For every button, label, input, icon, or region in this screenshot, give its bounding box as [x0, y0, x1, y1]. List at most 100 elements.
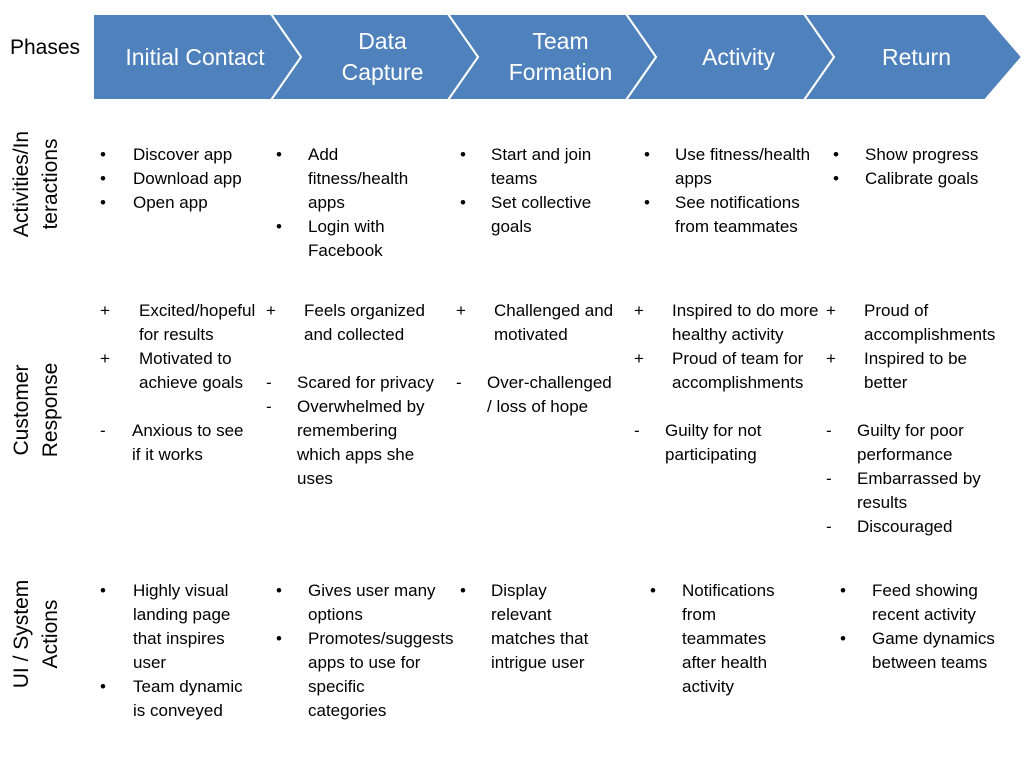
- bullet-icon: •: [276, 581, 282, 600]
- list-item-text: Set collective goals: [491, 193, 592, 236]
- plus-marker: +: [634, 301, 644, 320]
- list-item-text: Guilty for poor performance: [857, 421, 964, 464]
- list-item: • Open app: [100, 191, 253, 215]
- list-item: +Inspired to be better: [826, 347, 1009, 395]
- responses-cell-5: + Proud of accomplishments+Inspired to be…: [826, 299, 1009, 539]
- list-item-text: Excited/hopeful for results: [139, 301, 256, 344]
- bullet-icon: •: [100, 677, 106, 696]
- plus-marker: +: [266, 301, 276, 320]
- list-item: - Over-challenged / loss of hope: [456, 371, 616, 419]
- list-item-text: Team dynamic is conveyed: [133, 677, 243, 720]
- list-item: • Login with Facebook: [276, 215, 433, 263]
- spacer: [826, 395, 1009, 419]
- phase-label-1: Initial Contact: [125, 43, 265, 70]
- ui-actions-cell-3: •Display relevant matches that intrigue …: [460, 579, 603, 675]
- list-item: +Motivated to achieve goals: [100, 347, 255, 395]
- bullet-icon: •: [460, 581, 466, 600]
- bullet-icon: •: [100, 145, 106, 164]
- ui-actions-cell-5: • Feed showing recent activity•Game dynam…: [840, 579, 1007, 675]
- bullet-icon: •: [276, 217, 282, 236]
- list-item: •Game dynamics between teams: [840, 627, 1007, 675]
- list-item: • Add fitness/health apps: [276, 143, 433, 215]
- list-item-text: Discover app: [133, 145, 233, 164]
- list-item: •Highly visual landing page that inspire…: [100, 579, 257, 675]
- list-item: + Proud of team for accomplishments: [634, 347, 820, 395]
- minus-marker: -: [826, 421, 832, 440]
- bullet-icon: •: [840, 629, 846, 648]
- list-item-text: Add fitness/health apps: [308, 145, 409, 212]
- minus-marker: -: [826, 517, 832, 536]
- plus-marker: +: [634, 349, 644, 368]
- spacer: [634, 395, 820, 419]
- minus-marker: -: [266, 397, 272, 416]
- phase-chevron-1: [92, 13, 303, 101]
- list-item-text: Start and join teams: [491, 145, 592, 188]
- list-item-text: Overwhelmed by remembering which apps sh…: [297, 397, 425, 488]
- plus-marker: +: [456, 301, 466, 320]
- minus-marker: -: [456, 373, 462, 392]
- list-item-text: Embarrassed by results: [857, 469, 981, 512]
- list-item-text: Use fitness/health apps: [675, 145, 811, 188]
- list-item: - Embarrassed by results: [826, 467, 1009, 515]
- list-item: • Download app: [100, 167, 253, 191]
- list-item-text: Anxious to see if it works: [132, 421, 244, 464]
- list-item-text: Open app: [133, 193, 208, 212]
- phase-label-5: Return: [881, 43, 952, 70]
- list-item: - Discouraged: [826, 515, 1009, 539]
- row-label-3: UI / System Actions: [10, 579, 62, 689]
- phase-label-4: Activity: [702, 43, 775, 70]
- list-item-text: Motivated to achieve goals: [139, 349, 243, 392]
- activities-cell-4: •Use fitness/health apps•See notificatio…: [644, 143, 813, 239]
- list-item-text: Discouraged: [857, 517, 953, 536]
- phase-label-2: Data Capture: [341, 28, 424, 85]
- list-item-text: Gives user many options: [308, 581, 436, 624]
- list-item-text: Proud of team for accomplishments: [672, 349, 804, 392]
- list-item-text: Guilty for not participating: [665, 421, 762, 464]
- responses-cell-1: +Excited/hopeful for results+Motivated t…: [100, 299, 255, 467]
- phases-label: Phases: [10, 36, 81, 59]
- list-item-text: Download app: [133, 169, 242, 188]
- activities-cell-5: • Show progress • Calibrate goals: [833, 143, 995, 191]
- list-item-text: Login with Facebook: [308, 217, 385, 260]
- list-item-text: See notifications from teammates: [675, 193, 800, 236]
- minus-marker: -: [826, 469, 832, 488]
- bullet-icon: •: [100, 193, 106, 212]
- list-item: • Discover app: [100, 143, 253, 167]
- list-item: • Start and join teams: [460, 143, 609, 191]
- responses-cell-2: + Feels organized and collected - Scared fo…: [266, 299, 444, 491]
- bullet-icon: •: [276, 145, 282, 164]
- bullet-icon: •: [460, 145, 466, 164]
- list-item: + Feels organized and collected: [266, 299, 444, 347]
- list-item: • Set collective goals: [460, 191, 609, 239]
- plus-marker: +: [826, 301, 836, 320]
- phase-label-3: Team Formation: [508, 28, 613, 85]
- list-item-text: Feed showing recent activity: [872, 581, 978, 624]
- list-item: •Display relevant matches that intrigue …: [460, 579, 603, 675]
- bullet-icon: •: [833, 169, 839, 188]
- list-item-text: Feels organized and collected: [304, 301, 425, 344]
- list-item-text: Show progress: [865, 145, 979, 164]
- ui-actions-cell-2: • Gives user many options•Promotes/sugges…: [276, 579, 454, 723]
- list-item: + Proud of accomplishments: [826, 299, 1009, 347]
- plus-marker: +: [826, 349, 836, 368]
- spacer: [266, 347, 444, 371]
- list-item-text: Over-challenged / loss of hope: [487, 373, 612, 416]
- list-item-text: Scared for privacy: [297, 373, 434, 392]
- bullet-icon: •: [100, 581, 106, 600]
- list-item-text: Promotes/suggests apps to use for specif…: [308, 629, 454, 720]
- bullet-icon: •: [650, 581, 656, 600]
- list-item: - Guilty for not participating: [634, 419, 820, 467]
- bullet-icon: •: [100, 169, 106, 188]
- responses-cell-3: +Challenged and motivated-Over-challenge…: [456, 299, 616, 419]
- ui-actions-cell-4: • Notifications from teammates after heal…: [650, 579, 800, 699]
- bullet-icon: •: [460, 193, 466, 212]
- list-item-text: Proud of accomplishments: [864, 301, 996, 344]
- list-item-text: Notifications from teammates after healt…: [682, 581, 775, 696]
- list-item: +Inspired to do more healthy activity: [634, 299, 820, 347]
- row-label-1: Activities/In teractions: [10, 130, 62, 238]
- list-item: • Calibrate goals: [833, 167, 995, 191]
- minus-marker: -: [634, 421, 640, 440]
- ui-actions-cell-1: •Highly visual landing page that inspire…: [100, 579, 257, 723]
- list-item-text: Calibrate goals: [865, 169, 979, 188]
- list-item: •Promotes/suggests apps to use for speci…: [276, 627, 454, 723]
